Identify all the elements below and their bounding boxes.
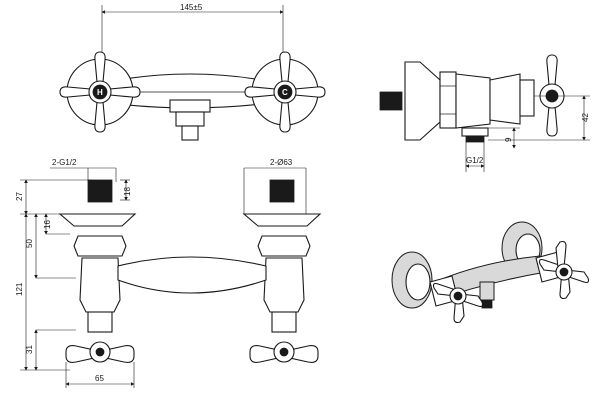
- hot-indicator: [92, 84, 108, 100]
- dim-31: 31: [25, 345, 34, 354]
- dim-121: 121: [15, 282, 24, 296]
- dim-side-thread: G1/2: [466, 156, 484, 165]
- iso-left-handle: [432, 282, 484, 324]
- dim-top-width: 145±5: [180, 3, 203, 12]
- top-left-handle: H: [59, 51, 141, 133]
- front-view: 27 121 50 16 31 2-G1/2 18 2-Ø63: [15, 158, 322, 388]
- isometric-view: [391, 221, 590, 324]
- cold-indicator: [277, 84, 293, 100]
- dim-27: 27: [15, 192, 24, 201]
- dim-side-42: 42: [581, 113, 590, 122]
- dim-side-9: 9: [504, 137, 513, 142]
- hot-label: H: [97, 88, 103, 97]
- cold-label: C: [282, 88, 288, 97]
- side-view: 42 9 G1/2: [379, 54, 590, 172]
- dim-18: 18: [123, 187, 132, 196]
- dim-50: 50: [25, 239, 34, 248]
- dim-flange-label: 2-Ø63: [270, 158, 293, 167]
- dim-16: 16: [43, 220, 52, 229]
- front-right-thread: [269, 179, 295, 203]
- dim-thread-label: 2-G1/2: [52, 158, 77, 167]
- top-view: 145±5 H C: [59, 3, 326, 141]
- dim-65: 65: [95, 374, 104, 383]
- front-left-thread: [87, 179, 113, 203]
- side-thread: [379, 91, 403, 111]
- top-right-handle: C: [244, 51, 326, 133]
- iso-right-handle: [538, 240, 590, 300]
